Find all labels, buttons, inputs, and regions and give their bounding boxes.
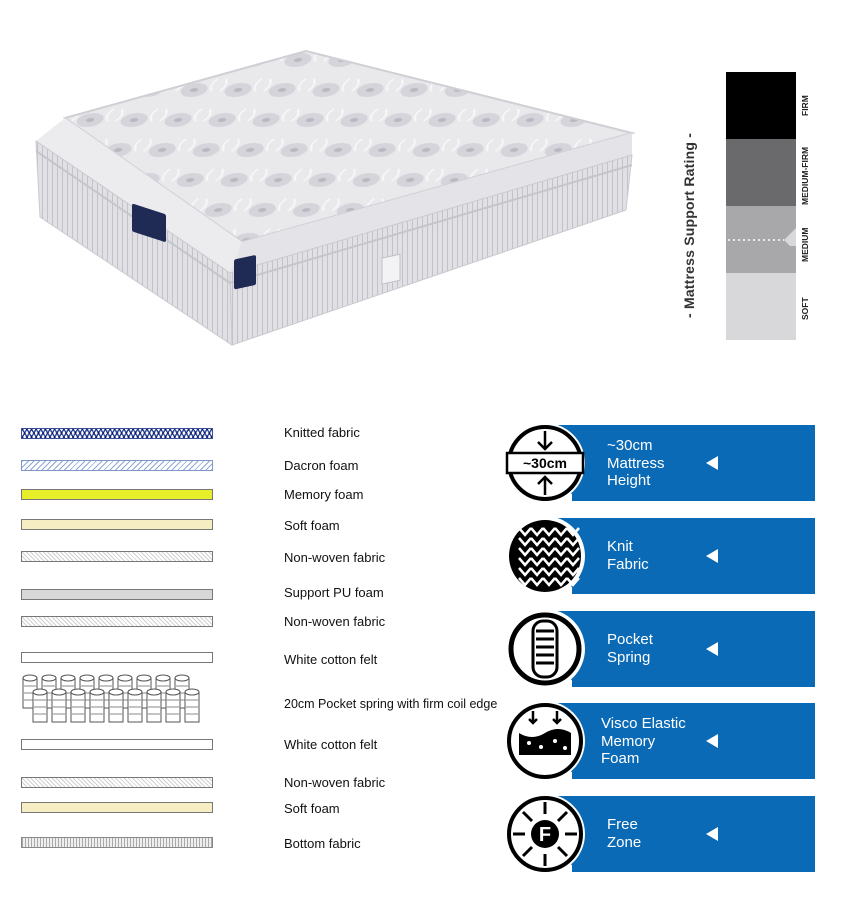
feature-text-line: Foam: [601, 750, 640, 767]
rating-label-medium-firm: MEDIUM-FIRM: [800, 146, 810, 205]
layer-swatch-nonwoven: [21, 551, 213, 562]
feature-text-line: Zone: [607, 833, 642, 851]
feature-text-line: Mattress: [607, 454, 665, 472]
layer-label: Dacron foam: [284, 458, 359, 473]
layer-swatch-soft: [21, 802, 213, 813]
layer-swatch-memory: [21, 489, 213, 500]
feature-banner: [572, 611, 815, 687]
feature-text-line: Knit: [607, 538, 633, 555]
layer-swatch-felt: [21, 739, 213, 750]
rating-block-soft: [726, 273, 796, 340]
knit-fabric-icon: [505, 516, 585, 596]
layer-swatch-knitted: [21, 428, 213, 439]
layer-swatch-bottom: [21, 837, 213, 848]
feature-text-line: Fabric: [607, 555, 649, 573]
brand-label-icon: [132, 203, 256, 290]
memory-foam-icon: [505, 701, 585, 781]
layer-label: White cotton felt: [284, 652, 378, 667]
pocket-spring-icon: [505, 609, 585, 689]
rating-label-medium: MEDIUM: [800, 227, 810, 262]
triangle-left-icon: [706, 456, 718, 470]
medium-indicator-icon: [726, 226, 796, 252]
layer-label: Non-woven fabric: [284, 614, 386, 629]
triangle-left-icon: [706, 549, 718, 563]
feature-text-line: Visco Elastic: [601, 715, 686, 732]
free-zone-icon: F: [505, 794, 585, 874]
svg-text:F: F: [539, 824, 551, 846]
layer-label: Bottom fabric: [284, 836, 361, 851]
feature-text-line: Free: [607, 816, 638, 833]
layer-swatch-felt: [21, 652, 213, 663]
feature-banner: [572, 796, 815, 872]
layer-label: Soft foam: [284, 518, 340, 533]
layer-swatch-dacron: [21, 460, 213, 471]
rating-label-firm: FIRM: [800, 95, 810, 116]
layer-label: Knitted fabric: [284, 425, 360, 440]
feature-text-line: ~30cm: [607, 437, 653, 454]
feature-text-line: Spring: [607, 648, 651, 666]
feature-banner: [572, 425, 815, 501]
layer-swatch-nonwoven: [21, 777, 213, 788]
triangle-left-icon: [706, 734, 718, 748]
triangle-left-icon: [706, 642, 718, 656]
layer-label: Non-woven fabric: [284, 775, 386, 790]
feature-banner: [572, 703, 815, 779]
feature-banner: [572, 518, 815, 594]
layer-label: Support PU foam: [284, 585, 384, 600]
rating-label-soft: SOFT: [800, 297, 810, 320]
triangle-left-icon: [706, 827, 718, 841]
feature-text-line: Height: [607, 472, 651, 489]
pocket-spring-layer-icon: [22, 674, 200, 723]
support-rating-title: - Mattress Support Rating -: [681, 132, 697, 318]
rating-block-medium-firm: [726, 139, 796, 206]
layer-label: White cotton felt: [284, 737, 378, 752]
layer-swatch-nonwoven: [21, 616, 213, 627]
layer-label: 20cm Pocket spring with firm coil edge: [284, 697, 498, 711]
feature-text-line: Memory: [601, 732, 656, 750]
svg-text:~30cm: ~30cm: [523, 455, 567, 471]
feature-text-line: Pocket: [607, 631, 653, 648]
layer-swatch-pu: [21, 589, 213, 600]
height-icon: ~30cm: [505, 423, 585, 503]
rating-block-medium: [726, 206, 796, 273]
layer-label: Soft foam: [284, 801, 340, 816]
layer-label: Memory foam: [284, 487, 364, 502]
rating-block-firm: [726, 72, 796, 139]
layer-swatch-soft: [21, 519, 213, 530]
mattress-image: [35, 49, 636, 346]
layer-label: Non-woven fabric: [284, 550, 386, 565]
